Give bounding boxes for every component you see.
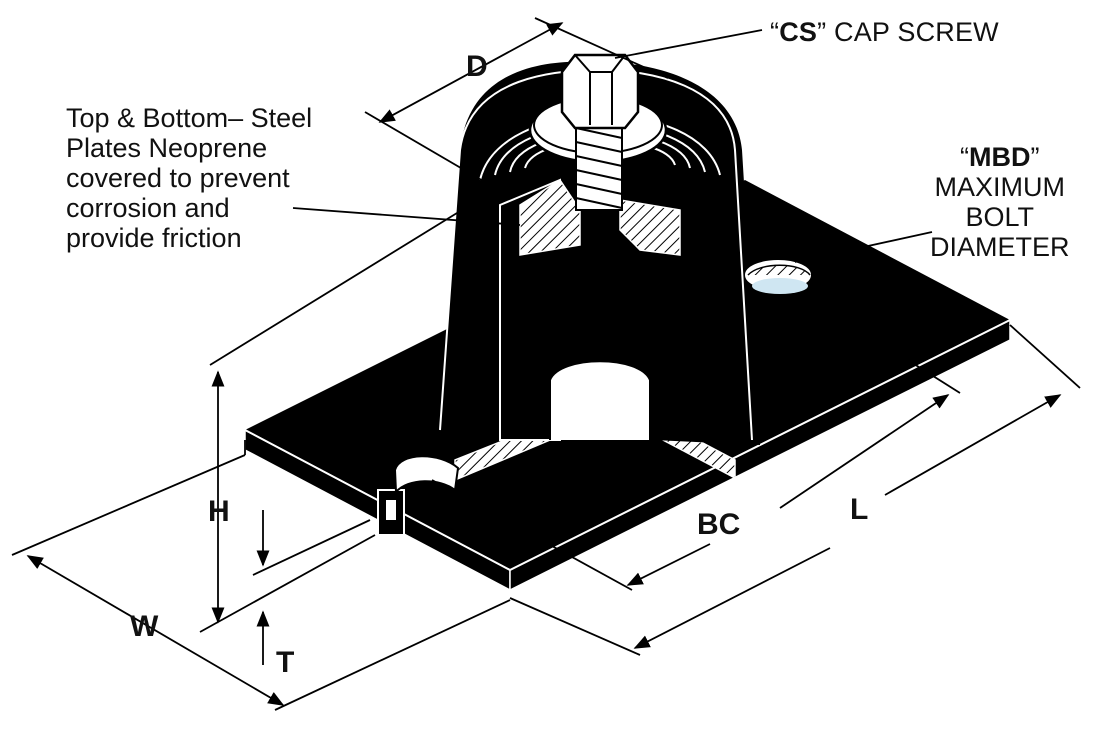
cap-screw-icon xyxy=(560,53,640,211)
dim-h-label: H xyxy=(208,495,230,528)
mbd-line-2: BOLT xyxy=(965,202,1035,232)
cap-screw-label: “CS” CAP SCREW xyxy=(770,19,999,46)
plates-line-2: Plates Neoprene xyxy=(66,133,268,163)
dim-t-label: T xyxy=(276,646,295,679)
cs-code: CS xyxy=(779,17,818,47)
mounting-hole-icon xyxy=(745,260,811,294)
plates-line-5: provide friction xyxy=(66,223,242,253)
cs-rest: CAP SCREW xyxy=(826,17,999,47)
dim-w-label: W xyxy=(130,610,159,643)
mbd-quote-close: ” xyxy=(1030,142,1040,172)
mbd-code: MBD xyxy=(969,142,1031,172)
plates-note: Top & Bottom– Steel Plates Neoprene cove… xyxy=(66,103,312,253)
plates-line-4: corrosion and xyxy=(66,193,230,223)
mbd-line-1: MAXIMUM xyxy=(934,172,1066,202)
plates-line-3: covered to prevent xyxy=(66,163,290,193)
cs-quote-open: “ xyxy=(770,17,780,47)
mbd-title: “MBD” xyxy=(930,142,1070,172)
mbd-quote-open: “ xyxy=(960,142,969,172)
leader-lines xyxy=(292,29,933,263)
cs-quote-close: ” xyxy=(817,17,827,47)
dimension-lines xyxy=(11,17,1081,711)
plates-line-1: Top & Bottom– Steel xyxy=(66,103,313,133)
mbd-label: “MBD” MAXIMUM BOLT DIAMETER xyxy=(930,142,1070,262)
mbd-line-3: DIAMETER xyxy=(930,232,1070,262)
dim-l-label: L xyxy=(850,493,869,526)
neoprene-mount-icon xyxy=(439,61,760,446)
dim-d-label: D xyxy=(466,50,488,83)
dim-bc-label: BC xyxy=(697,508,741,541)
